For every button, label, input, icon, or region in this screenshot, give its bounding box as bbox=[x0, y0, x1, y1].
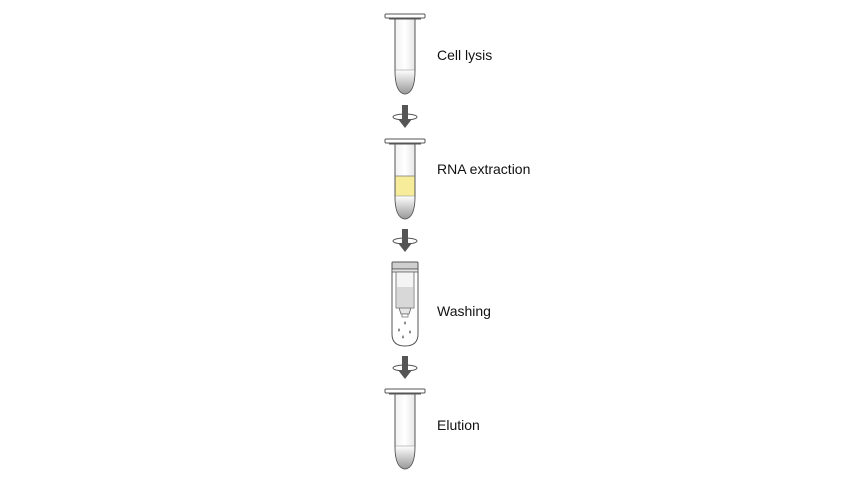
step-rna-extraction: RNA extraction bbox=[384, 138, 530, 220]
tube-with-yellow-phase-icon bbox=[384, 138, 426, 220]
step-label: Elution bbox=[437, 417, 480, 433]
step-washing: Washing bbox=[391, 261, 491, 347]
step-cell-lysis: Cell lysis bbox=[384, 13, 492, 95]
centrifuge-arrow-icon bbox=[392, 105, 418, 128]
step-label: Washing bbox=[437, 303, 491, 319]
step-label: RNA extraction bbox=[437, 161, 530, 177]
empty-tube-icon bbox=[384, 388, 426, 470]
step-elution: Elution bbox=[384, 388, 480, 470]
empty-tube-icon bbox=[384, 13, 426, 95]
step-label: Cell lysis bbox=[437, 47, 492, 63]
centrifuge-arrow-icon bbox=[392, 229, 418, 252]
centrifuge-arrow-icon bbox=[392, 356, 418, 379]
spin-column-icon bbox=[391, 261, 419, 347]
